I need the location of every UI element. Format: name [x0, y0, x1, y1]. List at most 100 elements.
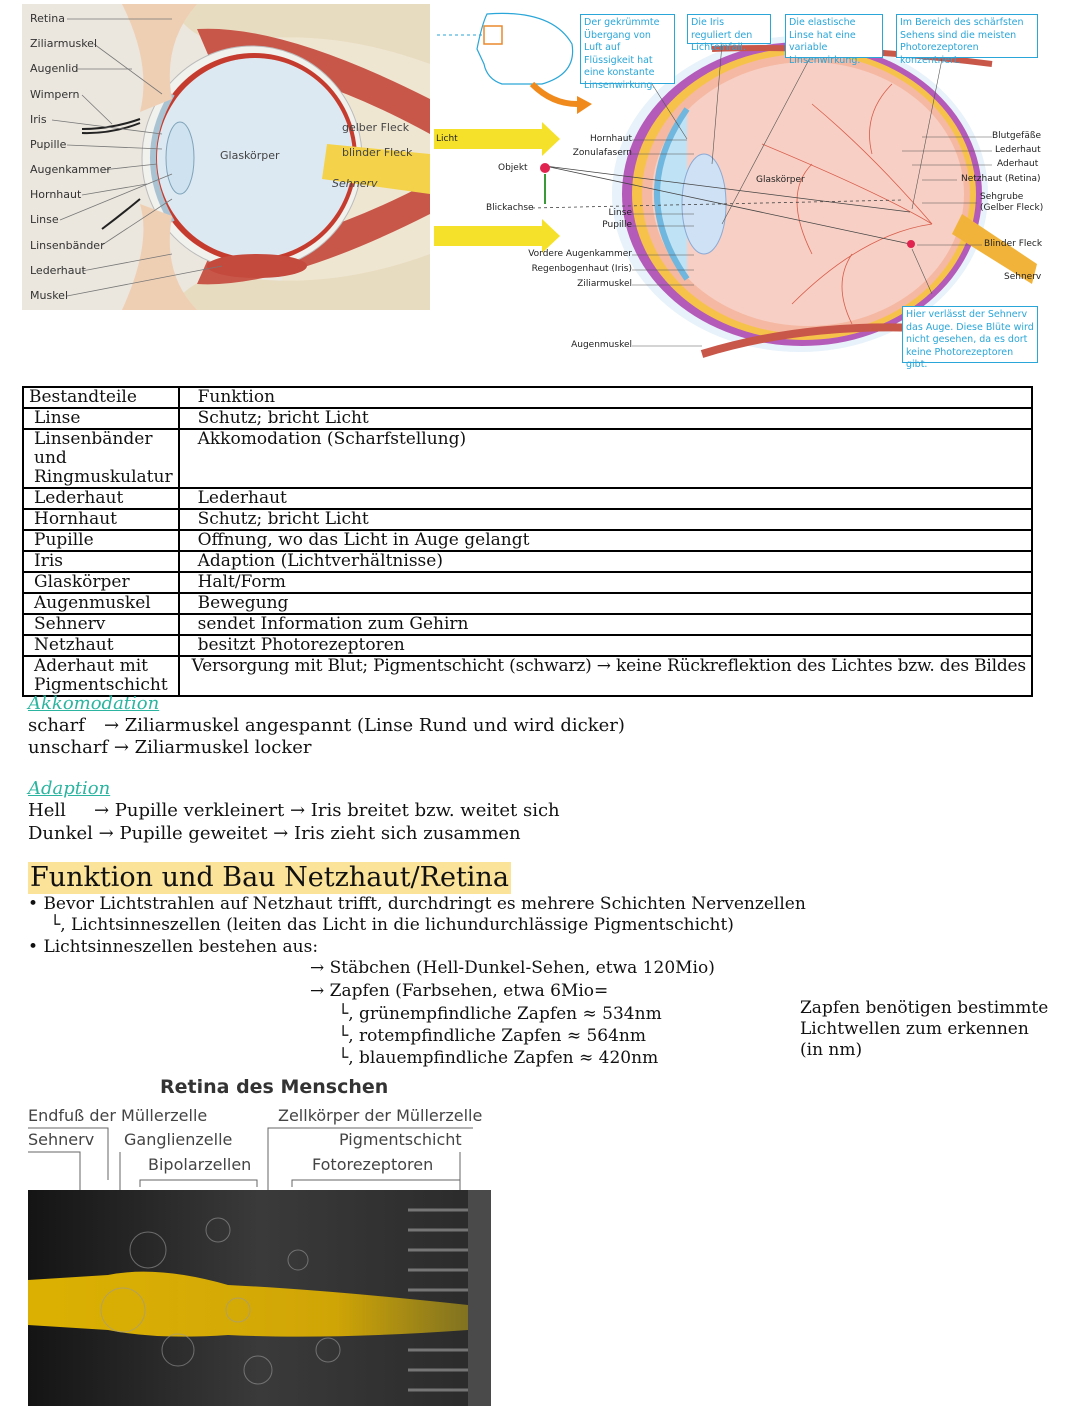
table-cell-part: Hornhaut — [22, 508, 180, 531]
callout-fovea: Im Bereich des schärfsten Sehens sind di… — [896, 14, 1038, 66]
callout-iris: Die Iris reguliert den Lichteinfall. — [687, 14, 771, 53]
label-hornhaut: Hornhaut — [30, 188, 82, 201]
label-netzhaut: Netzhaut (Retina) — [961, 174, 1041, 184]
label-regenbogenhaut: Regenbogenhaut (Iris) — [531, 264, 632, 274]
label-endfuss: Endfuß der Müllerzelle — [28, 1106, 208, 1125]
line-blau-text: blauempfindliche Zapfen ≈ 420nm — [359, 1048, 659, 1068]
label-pupille: Pupille — [30, 138, 67, 151]
label-ganglienzelle: Ganglienzelle — [124, 1130, 233, 1149]
akk-scharf-text: → Ziliarmuskel angespannt (Linse Rund un… — [104, 715, 625, 736]
label-zonulafasern: Zonulafasern — [572, 148, 632, 158]
header-funktion: Funktion — [177, 386, 1033, 409]
bullet-1-text: Bevor Lichtstrahlen auf Netzhaut trifft,… — [43, 894, 806, 914]
label-gelber-fleck: gelber Fleck — [342, 121, 410, 134]
label-linse: Linse — [608, 208, 632, 218]
line-rot: └, rotempfindliche Zapfen ≈ 564nm — [338, 1026, 646, 1046]
label-blinder-fleck: Blinder Fleck — [984, 239, 1043, 249]
zapfen-note-line-2: Lichtwellen zum erkennen — [800, 1019, 1029, 1039]
ad-dunkel: Dunkel → Pupille geweitet → Iris zieht s… — [28, 823, 521, 844]
table-cell-function: sendet Information zum Gehirn — [177, 613, 1033, 636]
eye-optics-drawing — [434, 12, 1037, 358]
label-pupille: Pupille — [602, 220, 632, 230]
table-cell-part: Pupille — [22, 529, 180, 552]
section-title-netzhaut: Funktion und Bau Netzhaut/Retina — [28, 862, 511, 894]
table-cell-function: besitzt Photorezeptoren — [177, 634, 1033, 657]
zapfen-note: Zapfen benötigen bestimmte Lichtwellen z… — [800, 998, 1048, 1061]
heading-adaption: Adaption — [28, 778, 111, 799]
table-cell-function: Bewegung — [177, 592, 1033, 615]
label-sehnerv: Sehnerv — [1004, 272, 1042, 282]
label-ziliarmuskel: Ziliarmuskel — [577, 279, 632, 289]
label-aderhaut: Aderhaut — [997, 159, 1039, 169]
label-objekt: Objekt — [498, 163, 528, 173]
bullet-2-text: Lichtsinneszellen bestehen aus: — [43, 937, 319, 957]
table-cell-part: Augenmuskel — [22, 592, 180, 615]
label-augenkammer: Augenkammer — [30, 163, 111, 176]
retina-figure-title: Retina des Menschen — [160, 1076, 389, 1098]
label-blutgefaesse: Blutgefäße — [992, 131, 1042, 141]
table-cell-part: Iris — [22, 550, 180, 573]
label-iris: Iris — [30, 113, 47, 126]
bullet-1-sub-text: Lichtsinneszellen (leiten das Licht in d… — [71, 915, 734, 935]
table-cell-function: Lederhaut — [177, 487, 1033, 510]
label-licht: Licht — [436, 134, 458, 144]
retina-illustration — [28, 1190, 491, 1406]
table-cell-part: Linse — [22, 407, 180, 430]
akk-scharf-word: scharf — [28, 715, 85, 736]
table-cell-part: Aderhaut mit Pigmentschicht — [22, 655, 180, 697]
callout-lens: Die elastische Linse hat eine variable L… — [785, 14, 883, 66]
label-linse: Linse — [30, 213, 59, 226]
callout-blind-spot: Hier verlässt der Sehnerv das Auge. Dies… — [902, 306, 1038, 370]
label-gelber-fleck: (Gelber Fleck) — [980, 203, 1044, 213]
label-hornhaut: Hornhaut — [590, 134, 632, 144]
heading-akkomodation: Akkomodation — [28, 693, 160, 714]
table-cell-function: Versorgung mit Blut; Pigmentschicht (sch… — [177, 655, 1033, 697]
table-cell-part: Glaskörper — [22, 571, 180, 594]
label-augenlid: Augenlid — [30, 62, 79, 75]
label-lederhaut: Lederhaut — [30, 264, 86, 277]
bullet-2: • Lichtsinneszellen bestehen aus: — [28, 937, 319, 957]
table-header-row: Bestandteile Funktion — [22, 386, 1033, 409]
table-cell-part: Linsenbänder und Ringmuskulatur — [22, 428, 180, 489]
line-staebchen: → Stäbchen (Hell-Dunkel-Sehen, etwa 120M… — [310, 958, 715, 978]
label-vordere-augenkammer: Vordere Augenkammer — [528, 249, 632, 259]
callout-cornea: Der gekrümmte Übergang von Luft auf Flüs… — [580, 14, 675, 91]
label-glaskoerper-inner: Glaskörper — [220, 149, 280, 162]
label-ziliarmuskel: Ziliarmuskel — [30, 37, 97, 50]
bullet-1: • Bevor Lichtstrahlen auf Netzhaut triff… — [28, 894, 806, 914]
bullet-1-sub: └, Lichtsinneszellen (leiten das Licht i… — [50, 915, 734, 935]
label-sehgrube: Sehgrube — [980, 192, 1024, 202]
table-cell-function: Halt/Form — [177, 571, 1033, 594]
label-blickachse: Blickachse — [486, 203, 534, 213]
line-blau: └, blauempfindliche Zapfen ≈ 420nm — [338, 1048, 659, 1068]
label-linsenbaender: Linsenbänder — [30, 239, 105, 252]
eye-cross-section-drawing — [22, 4, 430, 310]
table-cell-function: Schutz; bricht Licht — [177, 508, 1033, 531]
table-cell-function: Öffnung, wo das Licht in Auge gelangt — [177, 529, 1033, 552]
label-muskel: Muskel — [30, 289, 68, 302]
zapfen-note-line-1: Zapfen benötigen bestimmte — [800, 998, 1049, 1018]
ad-hell-text: → Pupille verkleinert → Iris breitet bzw… — [94, 800, 560, 821]
retina-microscopy-image — [28, 1190, 491, 1406]
table-cell-function: Adaption (Lichtverhältnisse) — [177, 550, 1033, 573]
eye-cross-section-figure: Retina Ziliarmuskel Augenlid Wimpern Iri… — [22, 4, 430, 310]
table-cell-function: Akkomodation (Scharfstellung) — [177, 428, 1033, 489]
label-lederhaut: Lederhaut — [995, 145, 1041, 155]
label-blinder-fleck: blinder Fleck — [342, 146, 413, 159]
line-zapfen: → Zapfen (Farbsehen, etwa 6Mio= — [310, 981, 609, 1001]
label-bipolarzellen: Bipolarzellen — [148, 1155, 252, 1174]
line-gruen: └, grünempfindliche Zapfen ≈ 534nm — [338, 1004, 662, 1024]
label-pigmentschicht: Pigmentschicht — [339, 1130, 462, 1149]
line-gruen-text: grünempfindliche Zapfen ≈ 534nm — [359, 1004, 662, 1024]
